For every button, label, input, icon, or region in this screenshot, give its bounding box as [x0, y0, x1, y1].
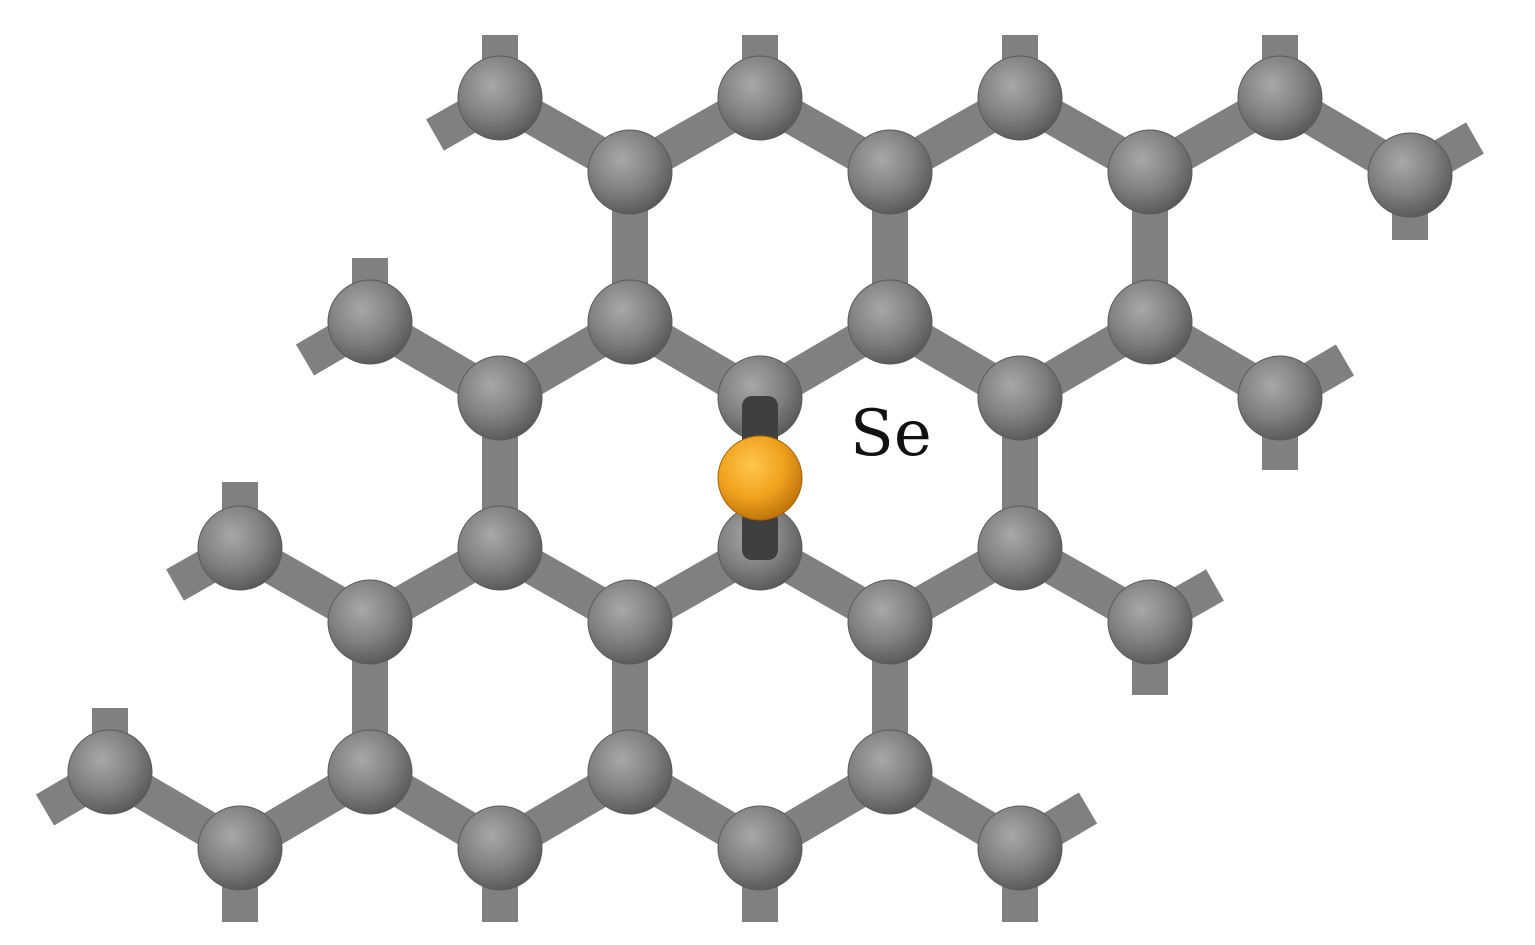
carbon-atom	[977, 505, 1063, 591]
carbon-atom	[1237, 355, 1323, 441]
dopant-layer	[717, 396, 803, 560]
carbon-atom	[457, 55, 543, 141]
carbon-atom	[327, 279, 413, 365]
carbon-atom	[587, 279, 673, 365]
carbon-atom	[197, 805, 283, 891]
carbon-atom	[977, 55, 1063, 141]
carbon-atom	[847, 129, 933, 215]
carbon-atom	[587, 579, 673, 665]
carbon-atom	[457, 505, 543, 591]
atom-layer	[67, 55, 1453, 891]
carbon-atom	[1107, 579, 1193, 665]
carbon-atom	[67, 729, 153, 815]
carbon-atom	[847, 279, 933, 365]
carbon-atom	[717, 55, 803, 141]
carbon-atom	[977, 805, 1063, 891]
carbon-atom	[327, 729, 413, 815]
selenium-atom	[717, 435, 803, 521]
carbon-atom	[717, 805, 803, 891]
selenium-bond-bottom-overlay	[742, 510, 778, 560]
carbon-atom	[197, 505, 283, 591]
selenium-bond-top-overlay	[742, 396, 778, 446]
carbon-atom	[1237, 55, 1323, 141]
carbon-atom	[1367, 132, 1453, 218]
carbon-atom	[587, 729, 673, 815]
carbon-atom	[847, 729, 933, 815]
carbon-atom	[1107, 129, 1193, 215]
carbon-atom	[1107, 279, 1193, 365]
carbon-atom	[457, 355, 543, 441]
carbon-atom	[327, 579, 413, 665]
selenium-label: Se	[850, 397, 932, 471]
carbon-atom	[847, 579, 933, 665]
carbon-atom	[457, 805, 543, 891]
carbon-atom	[977, 355, 1063, 441]
carbon-atom	[587, 129, 673, 215]
